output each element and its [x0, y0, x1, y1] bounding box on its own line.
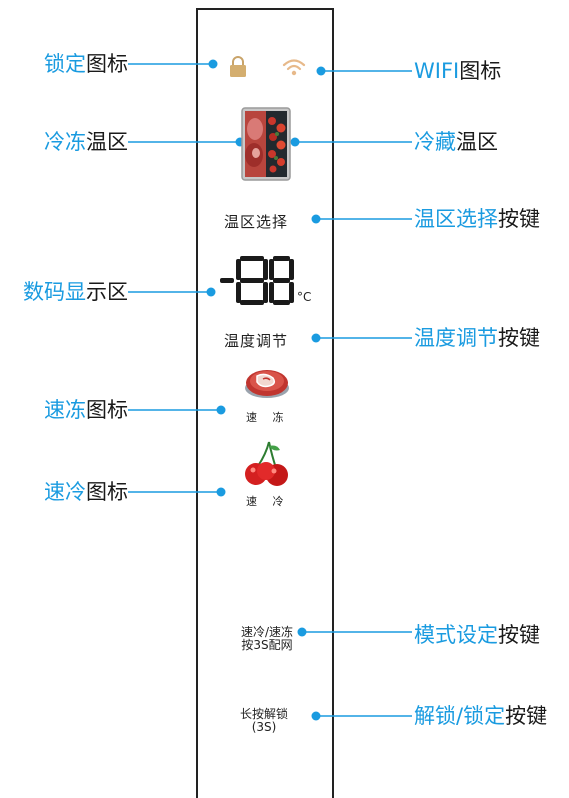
freezer-zone-icon [241, 107, 291, 181]
unit-label: °C [297, 290, 312, 304]
callout-wifi-hl: WIFI [414, 59, 460, 83]
digit-display [220, 256, 294, 305]
leader-lines [128, 59, 412, 721]
callout-unlock-dk: 按键 [505, 704, 548, 728]
callout-quickcool-dk: 图标 [86, 480, 128, 504]
callout-tempadjust: 温度调节按键 [414, 326, 540, 350]
callout-unlock: 解锁/锁定按键 [414, 704, 547, 728]
callout-tempadjust-dk: 按键 [498, 326, 540, 350]
leader-dot-lock [208, 59, 218, 69]
lock-button-label: 长按解锁 (3S) [234, 708, 294, 734]
lock-line2: (3S) [251, 720, 277, 734]
callout-mode: 模式设定按键 [414, 623, 540, 647]
wifi-icon [282, 59, 306, 76]
leader-dot-zoneselect [311, 214, 321, 224]
callout-wifi: WIFI图标 [414, 59, 501, 83]
quickcool-label: 速 冷 [246, 495, 290, 508]
mode-line2: 按3S配网 [241, 638, 293, 652]
callout-mode-hl: 模式设定 [414, 623, 498, 647]
leader-dot-unlock [311, 711, 321, 721]
callout-zoneselect-dk: 按键 [498, 207, 540, 231]
leader-dot-quickcool [216, 487, 226, 497]
callout-freezer-dk: 温区 [86, 130, 128, 154]
mode-button-label: 速冷/速冻 按3S配网 [234, 626, 300, 652]
leader-dot-quickfreeze [216, 405, 226, 415]
lock-icon [230, 56, 246, 77]
callout-lock-dk: 图标 [86, 52, 128, 76]
callout-zoneselect-hl: 温区选择 [414, 207, 498, 231]
callout-wifi-dk: 图标 [459, 59, 502, 83]
leader-dot-fridge [290, 137, 300, 147]
callout-freezer-hl: 冷冻 [44, 130, 86, 154]
leader-dot-mode [297, 627, 307, 637]
callout-fridge-dk: 温区 [456, 130, 498, 154]
callout-lock: 锁定图标 [44, 52, 128, 76]
leader-dot-wifi [316, 66, 326, 76]
lock-line1: 长按解锁 [239, 707, 288, 721]
callout-tempadjust-hl: 温度调节 [414, 326, 498, 350]
callout-quickcool-hl: 速冷 [44, 480, 86, 504]
callout-digits-dk: 示区 [86, 280, 128, 304]
callout-freezer: 冷冻温区 [44, 130, 128, 154]
callout-lock-hl: 锁定 [44, 52, 86, 76]
callout-quickfreeze-hl: 速冻 [44, 398, 86, 422]
callout-digits: 数码显示区 [23, 280, 128, 304]
mode-line1: 速冷/速冻 [240, 625, 294, 639]
callout-fridge: 冷藏温区 [414, 130, 498, 154]
meat-icon [245, 370, 289, 398]
cherry-icon [245, 441, 288, 486]
callout-quickfreeze-dk: 图标 [86, 398, 128, 422]
callout-digits-hl: 数码显 [23, 280, 86, 304]
callout-quickfreeze: 速冻图标 [44, 398, 128, 422]
zone-select-label: 温区选择 [224, 213, 289, 231]
leader-dot-tempadjust [311, 333, 321, 343]
leader-dot-digits [206, 287, 216, 297]
callout-quickcool: 速冷图标 [44, 480, 128, 504]
quickfreeze-label: 速 冻 [246, 411, 290, 424]
callout-fridge-hl: 冷藏 [414, 130, 456, 154]
callout-mode-dk: 按键 [498, 623, 540, 647]
temp-adjust-label: 温度调节 [224, 332, 289, 350]
callout-zoneselect: 温区选择按键 [414, 207, 540, 231]
callout-unlock-hl: 解锁/锁定 [414, 704, 506, 728]
